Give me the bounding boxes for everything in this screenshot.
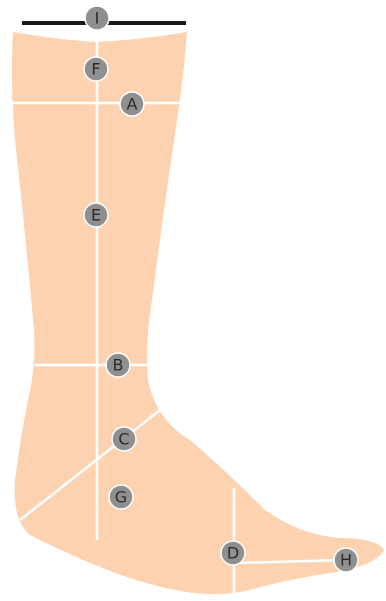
marker-label: H [340,551,352,570]
leg-silhouette [12,32,384,594]
marker-label: D [227,544,239,563]
marker-label: B [113,356,124,375]
marker-i: I [85,6,109,30]
marker-a: A [120,92,144,116]
marker-label: A [127,95,138,114]
marker-c: C [112,427,136,451]
marker-label: I [95,9,100,28]
marker-f: F [84,57,108,81]
marker-e: E [84,203,108,227]
marker-b: B [106,353,130,377]
marker-label: E [91,206,101,225]
marker-label: C [118,430,129,449]
marker-g: G [109,485,133,509]
marker-label: F [91,60,100,79]
marker-label: G [115,488,127,507]
marker-d: D [221,541,245,565]
marker-h: H [334,548,358,572]
